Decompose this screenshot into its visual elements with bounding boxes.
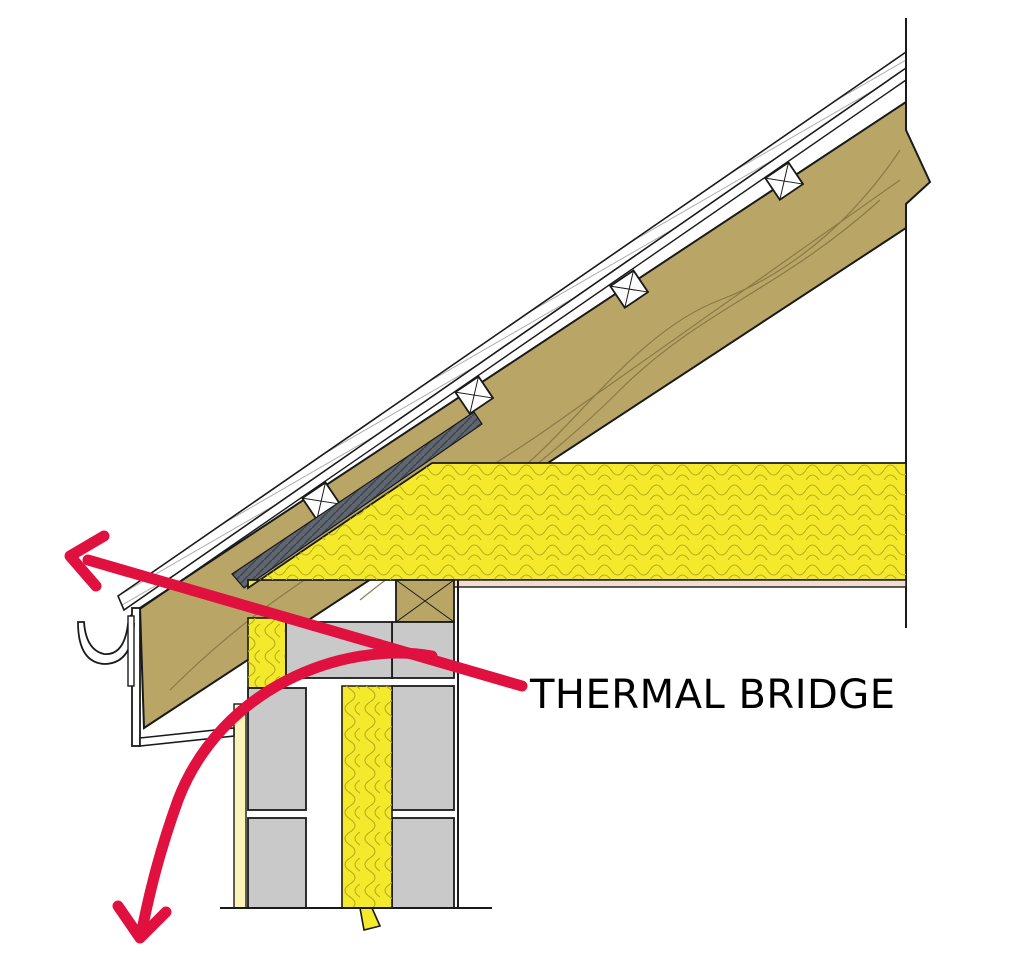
outer-block bbox=[247, 817, 307, 909]
heat-loss-arrow-upper bbox=[64, 530, 528, 692]
outer-block bbox=[247, 687, 307, 811]
roof-tiles bbox=[117, 50, 907, 612]
gutter-bracket bbox=[127, 615, 135, 687]
wall-plate-grain bbox=[395, 579, 455, 623]
heat-loss-arrow-lower bbox=[112, 647, 438, 944]
tile-underline bbox=[129, 79, 907, 617]
external-render bbox=[233, 703, 247, 909]
eaves-membrane bbox=[231, 411, 483, 589]
ceiling-board bbox=[395, 579, 907, 588]
rafter-grain bbox=[519, 149, 901, 471]
rafter-grain bbox=[169, 179, 901, 691]
ceiling-insulation-texture bbox=[248, 463, 906, 588]
roof-battens bbox=[301, 161, 805, 521]
thermal-bridge-label: THERMAL BRIDGE bbox=[529, 672, 896, 718]
gutter bbox=[77, 621, 135, 665]
soffit-board bbox=[139, 727, 235, 747]
inner-block bbox=[391, 685, 455, 811]
inner-block bbox=[391, 817, 455, 909]
